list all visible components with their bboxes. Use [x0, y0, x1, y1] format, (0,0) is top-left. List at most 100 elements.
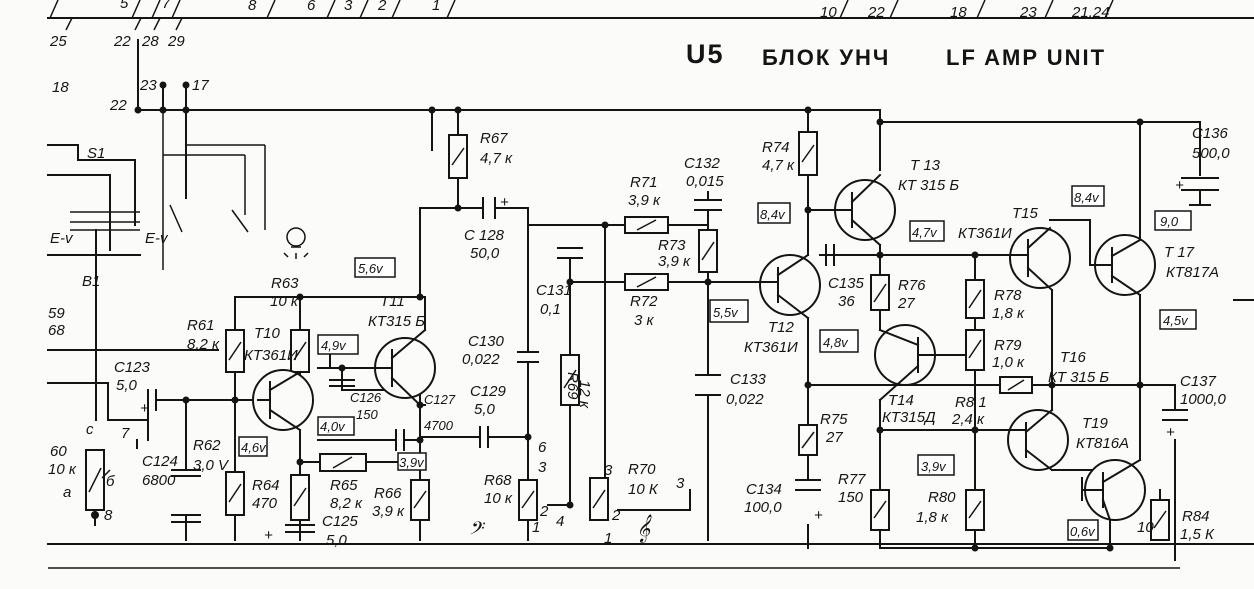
component-label: 36: [838, 293, 855, 310]
component-label: 5,0: [116, 377, 138, 394]
component-label: 150: [838, 489, 864, 506]
component-label: C126: [350, 390, 382, 405]
component-label: R62: [193, 437, 221, 454]
component-label: 6800: [142, 472, 176, 489]
component-label: R76: [898, 277, 926, 294]
component-label: C 128: [464, 227, 505, 244]
left-pin-label: 22: [109, 97, 127, 114]
component-label: T12: [768, 319, 795, 336]
component-label: E-v: [50, 230, 74, 247]
component-label: КТ361И: [958, 225, 1012, 242]
left-pin-label: 17: [192, 77, 209, 94]
component-label: 27: [897, 295, 915, 312]
component-label: 5,0: [474, 401, 496, 418]
component-label: 0,1: [540, 301, 561, 318]
component-label: B1: [82, 273, 100, 290]
component-label: R8 1: [955, 394, 987, 411]
component-label: 1,5 К: [1180, 526, 1215, 543]
top-pin-label: 2: [377, 0, 387, 14]
component-label: 1,8 к: [992, 305, 1025, 322]
unit-title: U5: [686, 39, 725, 69]
component-label: R79: [994, 337, 1022, 354]
voltage-markers: [238, 185, 1197, 541]
voltage-label: 4,0v: [320, 419, 346, 434]
component-label: 500,0: [1192, 145, 1230, 162]
component-label: 0,022: [462, 351, 500, 368]
voltage-label: 3,9v: [399, 455, 425, 470]
lamp-icon: [283, 227, 309, 259]
component-label: T 17: [1164, 244, 1195, 261]
component-label: R67: [480, 130, 508, 147]
top-pin-label: 8: [248, 0, 257, 14]
component-label: R77: [838, 471, 866, 488]
voltage-label: 8,4v: [760, 207, 786, 222]
top-pin-label: 18: [950, 4, 967, 21]
left-pin-label: 18: [52, 79, 69, 96]
pin-label: 3: [604, 462, 613, 479]
bass-clef-icon: 𝄢: [468, 518, 486, 543]
pin-label: 10: [1137, 519, 1154, 536]
component-label: 8,2 к: [330, 495, 363, 512]
top-pin-label: 7: [162, 0, 171, 12]
component-label: E-v: [145, 230, 169, 247]
voltage-label: 5,6v: [358, 261, 384, 276]
component-label: 4,7 к: [480, 150, 513, 167]
left-pin-label: 29: [167, 33, 185, 50]
component-label: R73: [658, 237, 686, 254]
plus-mark: +: [814, 507, 823, 524]
component-label: 10 К: [628, 481, 659, 498]
component-label: R74: [762, 139, 790, 156]
component-label: C125: [322, 513, 359, 530]
plus-mark: +: [1166, 424, 1175, 441]
pin-label: 3: [538, 459, 547, 476]
component-label: T19: [1082, 415, 1109, 432]
top-pin-label: 10: [820, 4, 837, 21]
component-label: C135: [828, 275, 865, 292]
voltage-label: 4,6v: [241, 440, 267, 455]
pin-label: 2: [539, 503, 549, 520]
top-pin-label: 3: [344, 0, 353, 14]
component-label: C123: [114, 359, 151, 376]
component-label: 59: [48, 305, 65, 322]
component-label: S1: [87, 145, 105, 162]
component-label: 12 к: [576, 380, 593, 409]
component-label: C137: [1180, 373, 1217, 390]
component-label: T 13: [910, 157, 941, 174]
component-label: КТ 315 Б: [1048, 369, 1109, 386]
component-label: R68: [484, 472, 512, 489]
component-label: R71: [630, 174, 658, 191]
component-label: 3,9 к: [372, 503, 405, 520]
component-label: 0,022: [726, 391, 764, 408]
pin-label: 1: [604, 530, 612, 547]
treble-clef-icon: 𝄞: [636, 514, 652, 543]
capacitors: [147, 197, 1188, 533]
voltage-label: 9,0: [1160, 214, 1179, 229]
component-label: б: [106, 473, 115, 490]
component-label: C131: [536, 282, 572, 299]
component-label: 10 к: [48, 461, 77, 478]
component-label: R61: [187, 317, 215, 334]
top-pin-label: 22: [867, 4, 885, 21]
pin-label: 3: [676, 475, 685, 492]
component-label: 1,8 к: [916, 509, 949, 526]
plus-mark: +: [1175, 177, 1184, 194]
component-label: T14: [888, 392, 914, 409]
component-label: 3,9 к: [658, 253, 691, 270]
component-label: C132: [684, 155, 721, 172]
component-label: 5,0: [326, 532, 348, 549]
component-label: 8,2 к: [187, 336, 220, 353]
component-label: 27: [825, 429, 843, 446]
component-label: R70: [628, 461, 656, 478]
component-label: R84: [1182, 508, 1210, 525]
left-pin-label: 23: [139, 77, 157, 94]
component-label: C129: [470, 383, 507, 400]
junctions: [91, 81, 1144, 552]
component-label: 50,0: [470, 245, 500, 262]
component-label: 2,4 к: [951, 411, 985, 428]
component-label: T10: [254, 325, 281, 342]
voltage-label: 5,5v: [713, 305, 739, 320]
component-label: КТ361И: [744, 339, 798, 356]
component-label: 3,9 к: [628, 192, 661, 209]
